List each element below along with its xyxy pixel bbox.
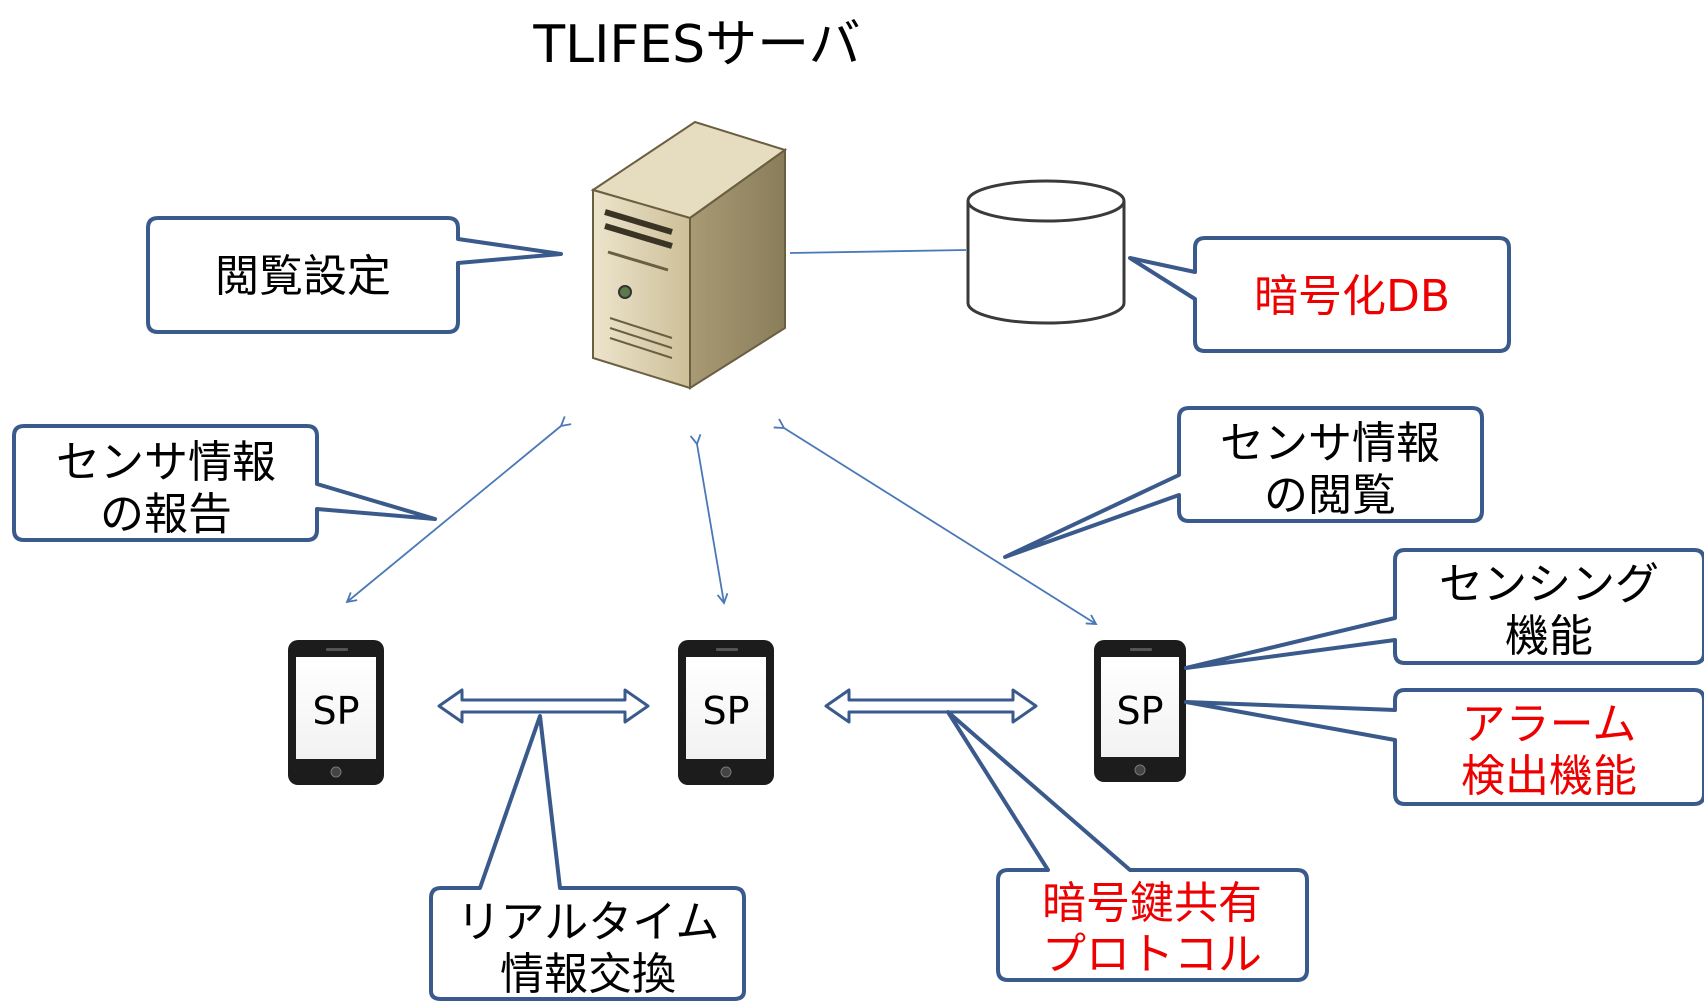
callout-sensing-line2: 機能 xyxy=(1505,611,1593,662)
smartphone-sp3: SP xyxy=(1094,640,1186,782)
server-icon xyxy=(590,120,788,390)
smartphone-sp2: SP xyxy=(678,640,774,785)
sp3-label: SP xyxy=(1116,689,1163,733)
arrow-server-sp3 xyxy=(773,418,1098,625)
callout-key-sharing-line2: プロトコル xyxy=(1042,929,1262,980)
callout-browse-settings: 閲覧設定 xyxy=(146,216,563,334)
callout-sensor-view-line1: センサ情報 xyxy=(1220,418,1440,469)
diagram-title: TLIFESサーバ xyxy=(532,15,860,75)
sp1-label: SP xyxy=(312,689,359,733)
callout-sensor-report-line1: センサ情報 xyxy=(56,437,276,488)
callout-alarm: アラーム 検出機能 xyxy=(1184,688,1704,806)
sp2-label: SP xyxy=(702,689,749,733)
callout-encrypted-db: 暗号化DB xyxy=(1128,236,1511,353)
double-arrow-sp2-sp3 xyxy=(824,688,1038,724)
arrow-server-sp2 xyxy=(689,433,729,605)
smartphone-sp1: SP xyxy=(288,640,384,785)
callout-realtime: リアルタイム 情報交換 xyxy=(429,714,746,1001)
double-arrow-sp1-sp2 xyxy=(437,688,650,724)
callout-key-sharing: 暗号鍵共有 プロトコル xyxy=(946,710,1309,982)
database-icon xyxy=(966,179,1126,325)
callout-alarm-line1: アラーム xyxy=(1462,699,1637,750)
callout-sensor-report: センサ情報 の報告 xyxy=(12,424,437,542)
callout-sensor-report-line2: の報告 xyxy=(100,489,232,540)
callout-realtime-line2: 情報交換 xyxy=(500,949,676,1000)
callout-alarm-line2: 検出機能 xyxy=(1461,751,1637,802)
callout-key-sharing-line1: 暗号鍵共有 xyxy=(1042,878,1262,929)
callout-realtime-line1: リアルタイム xyxy=(457,897,720,948)
server-db-link xyxy=(789,249,967,254)
callout-sensor-view: センサ情報 の閲覧 xyxy=(1003,406,1484,559)
callout-encrypted-db-text: 暗号化DB xyxy=(1254,271,1450,322)
callout-sensing: センシング 機能 xyxy=(1184,548,1704,670)
callout-browse-settings-text: 閲覧設定 xyxy=(215,251,391,302)
callout-sensor-view-line2: の閲覧 xyxy=(1264,470,1396,521)
callout-sensing-line1: センシング xyxy=(1439,559,1659,610)
arrow-server-sp1 xyxy=(345,416,572,604)
